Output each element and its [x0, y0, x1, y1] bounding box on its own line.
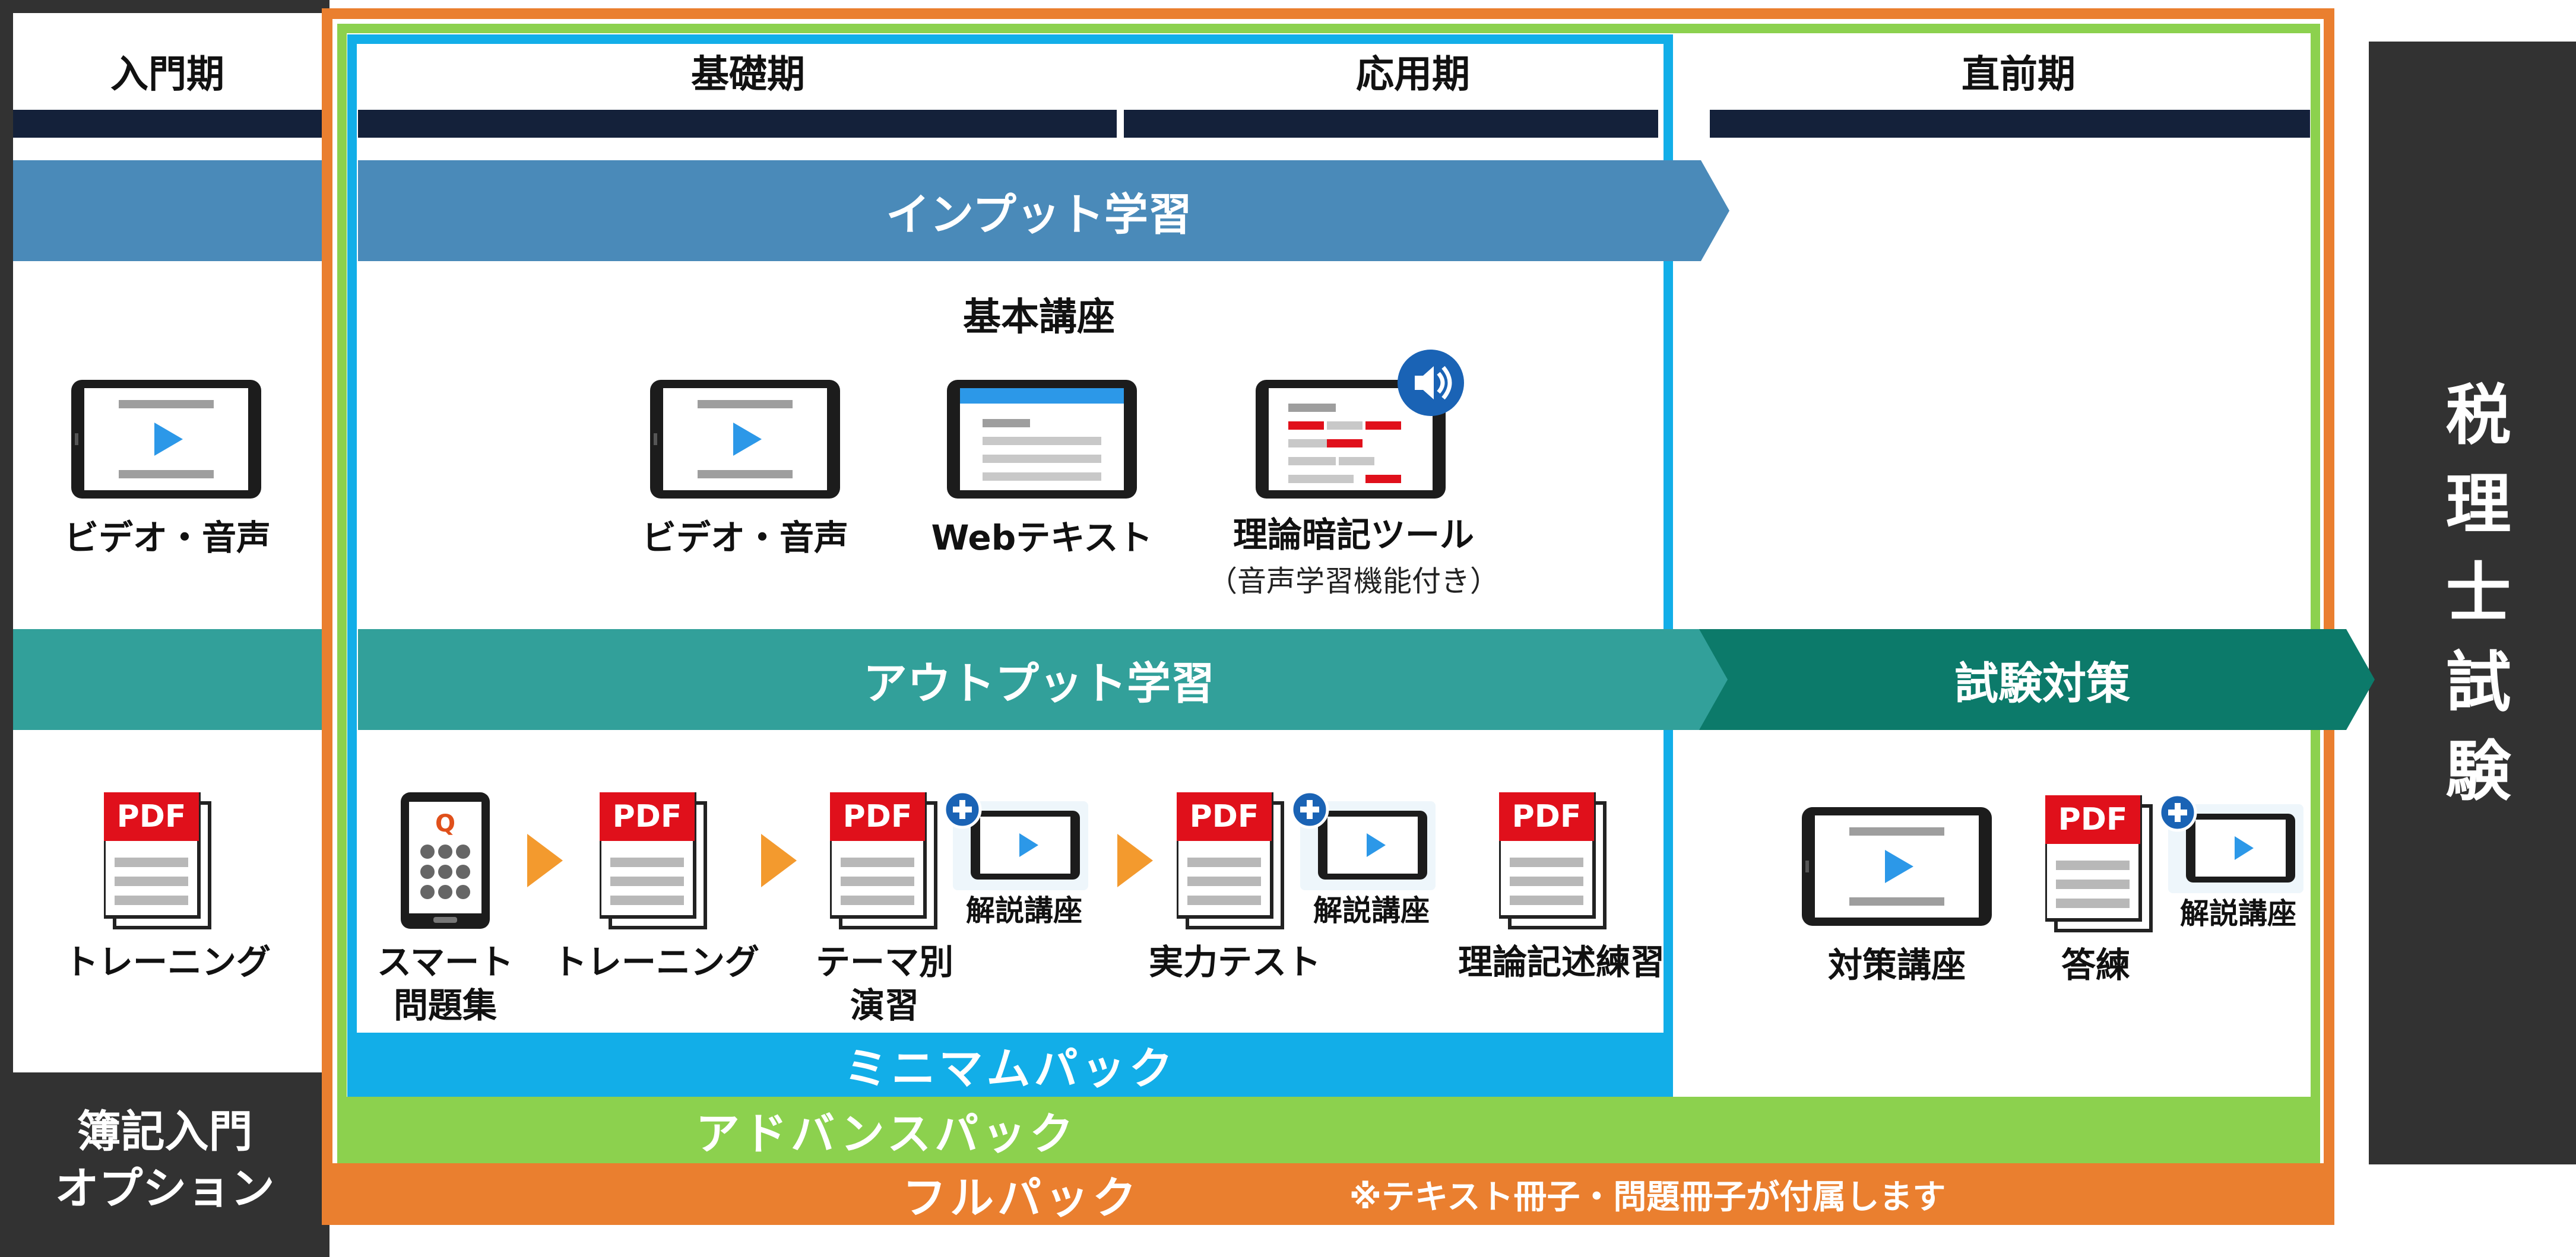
advance-pack-label: アドバンスパック	[337, 1097, 1436, 1163]
theory-memorize-tool-icon	[1256, 350, 1464, 499]
minimum-pack-label: ミニマムパック	[347, 1033, 1673, 1097]
theory-writing-pdf-icon	[1499, 792, 1612, 935]
skill-test-commentary-label: 解説講座	[1313, 894, 1430, 928]
svg-text:Q: Q	[435, 810, 455, 837]
exam-prep-band-arrow	[1699, 629, 2375, 730]
full-pack-note: ※テキスト冊子・問題冊子が付属します	[1349, 1177, 1946, 1217]
phase-intro: 入門期	[110, 53, 224, 97]
input-item-theory-sub: （音声学習機能付き）	[1208, 564, 1499, 598]
intro-video-tablet-icon	[71, 380, 261, 499]
advance-pack-bar-fill	[1436, 1097, 2320, 1163]
input-band-intro	[13, 160, 322, 261]
commentary-video-plus-icon	[1288, 789, 1443, 896]
output-band-intro	[13, 629, 322, 730]
phase-applied: 応用期	[1356, 53, 1470, 97]
commentary-video-plus-icon	[941, 789, 1095, 896]
intro-video-label: ビデオ・音声	[64, 518, 271, 558]
exam-prep-band-label: 試験対策	[1954, 658, 2130, 709]
output-item-smart-label: スマート 問題集	[376, 942, 514, 1026]
exam-label: 税理士試験	[2434, 380, 2511, 826]
phase-basic: 基礎期	[691, 53, 805, 97]
commentary-video-plus-icon	[2156, 792, 2311, 899]
exam-prep-video-tablet-icon	[1802, 807, 1992, 926]
intro-option-label: 簿記入門 オプション	[55, 1106, 275, 1214]
skill-test-pdf-icon	[1177, 792, 1289, 935]
web-text-tablet-icon	[947, 380, 1137, 499]
input-item-video-label: ビデオ・音声	[641, 518, 848, 558]
theme-exercise-pdf-icon	[830, 792, 943, 935]
phase-bar-final	[1710, 110, 2310, 138]
basic-course-heading: 基本講座	[963, 296, 1115, 339]
theme-exercise-commentary-label: 解説講座	[965, 894, 1082, 928]
output-item-training-label: トレーニング	[552, 942, 759, 982]
output-item-theorywriting-label: 理論記述練習	[1457, 942, 1665, 982]
intro-training-pdf-icon	[104, 792, 217, 935]
exam-column: 税理士試験	[2369, 42, 2576, 1164]
input-band-arrow	[358, 160, 1729, 261]
phase-bar-basic	[358, 110, 1117, 138]
intro-training-label: トレーニング	[64, 942, 271, 982]
answer-practice-pdf-icon	[2045, 795, 2158, 938]
input-item-theory-label: 理論暗記ツール	[1232, 515, 1474, 555]
output-item-theme-label: テーマ別 演習	[815, 942, 953, 1026]
phase-final: 直前期	[1962, 53, 2076, 97]
output-band-arrow	[358, 629, 1729, 730]
input-item-webtext-label: Webテキスト	[931, 518, 1153, 558]
smart-question-phone-icon: Q	[401, 792, 490, 929]
answer-practice-commentary-label: 解説講座	[2179, 897, 2296, 931]
flow-arrow-icon	[1117, 834, 1153, 887]
full-pack-bar	[322, 1163, 2334, 1225]
video-tablet-icon	[650, 380, 840, 499]
output-item-skilltest-label: 実力テスト	[1148, 942, 1321, 982]
full-pack-label: フルパック	[902, 1172, 1140, 1224]
input-band-label: インプット学習	[886, 189, 1192, 240]
phase-bar-intro	[13, 110, 322, 138]
flow-arrow-icon	[761, 834, 797, 887]
output-band-label: アウトプット学習	[863, 658, 1215, 709]
answer-practice-label: 答練	[2061, 945, 2130, 985]
exam-prep-course-label: 対策講座	[1827, 945, 1966, 985]
phase-bar-applied	[1124, 110, 1658, 138]
training-pdf-icon	[600, 792, 712, 935]
flow-arrow-icon	[527, 834, 563, 887]
